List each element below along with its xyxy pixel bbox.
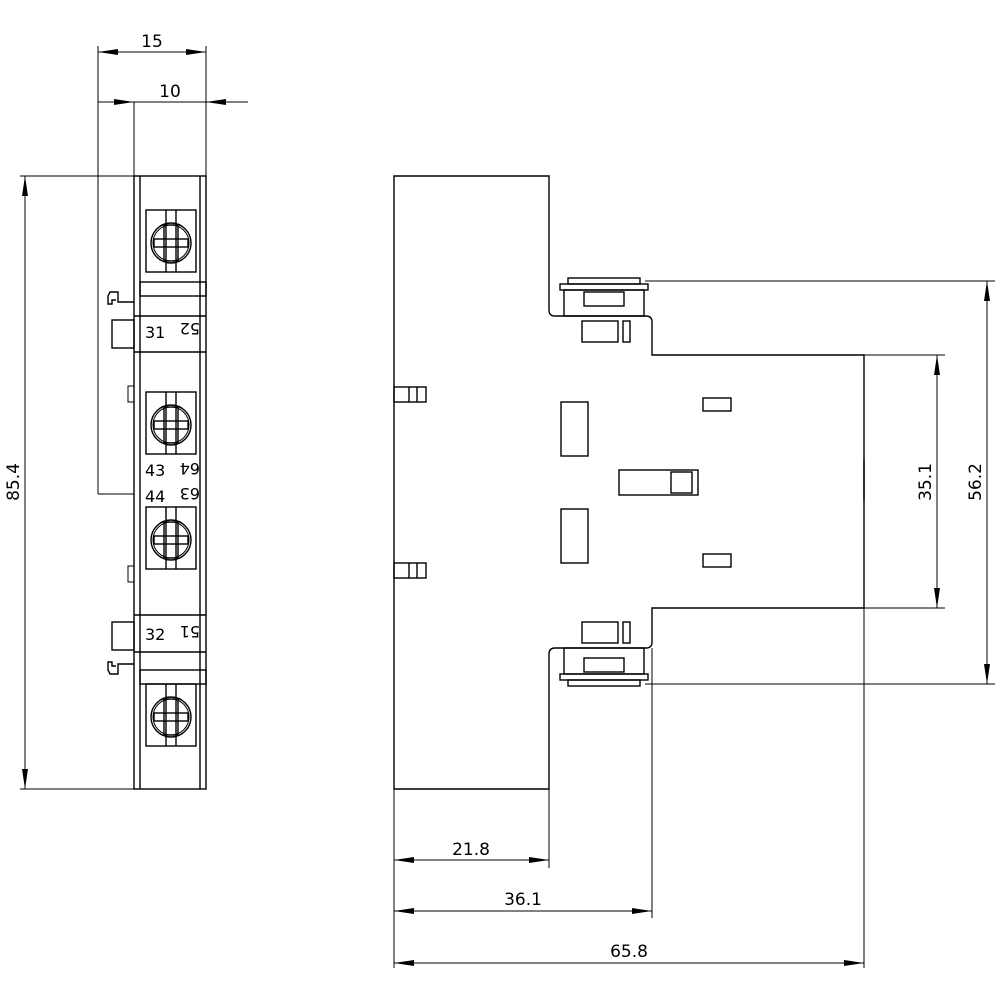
terminal-number: 52	[180, 319, 200, 338]
terminal-label-2: 43 64	[145, 459, 200, 480]
terminal-number: 63	[180, 484, 200, 503]
dimension-label: 35.1	[916, 463, 936, 501]
dimension-label: 21.8	[452, 840, 490, 860]
dimension-label: 56.2	[966, 463, 986, 501]
terminal-number: 31	[145, 323, 165, 342]
terminal-number: 32	[145, 625, 165, 644]
dimension-label: 85.4	[4, 463, 24, 501]
terminal-screw-icon	[145, 683, 197, 747]
dimension-65-8: 65.8	[394, 942, 864, 966]
terminal-label-4: 32 51	[145, 622, 200, 644]
dimension-label: 36.1	[504, 890, 542, 910]
side-view: 15 10 85.4 31 52	[4, 32, 248, 790]
dimension-label: 65.8	[610, 942, 648, 962]
dimension-15: 15	[98, 32, 206, 55]
dimension-21-8: 21.8	[394, 840, 549, 863]
bottom-clip	[559, 621, 649, 687]
dimension-label: 15	[141, 32, 163, 52]
terminal-number: 51	[180, 622, 200, 641]
dimension-10: 10	[98, 82, 248, 105]
dimension-35-1: 35.1	[916, 355, 940, 608]
front-view: 35.1 56.2 21.8 36.1 65.8	[393, 175, 995, 968]
dimension-label: 10	[159, 82, 181, 102]
terminal-screw-icon	[145, 506, 197, 570]
terminal-number: 64	[180, 459, 200, 478]
dimension-56-2: 56.2	[966, 281, 990, 684]
dimension-36-1: 36.1	[394, 890, 652, 914]
terminal-number: 44	[145, 487, 165, 506]
terminal-number: 43	[145, 461, 165, 480]
terminal-screw-icon	[145, 391, 197, 455]
dimension-85-4: 85.4	[4, 176, 29, 789]
top-clip	[559, 277, 649, 343]
terminal-label-1: 31 52	[145, 319, 200, 342]
terminal-screw-icon	[145, 209, 197, 273]
terminal-label-3: 44 63	[145, 484, 200, 506]
